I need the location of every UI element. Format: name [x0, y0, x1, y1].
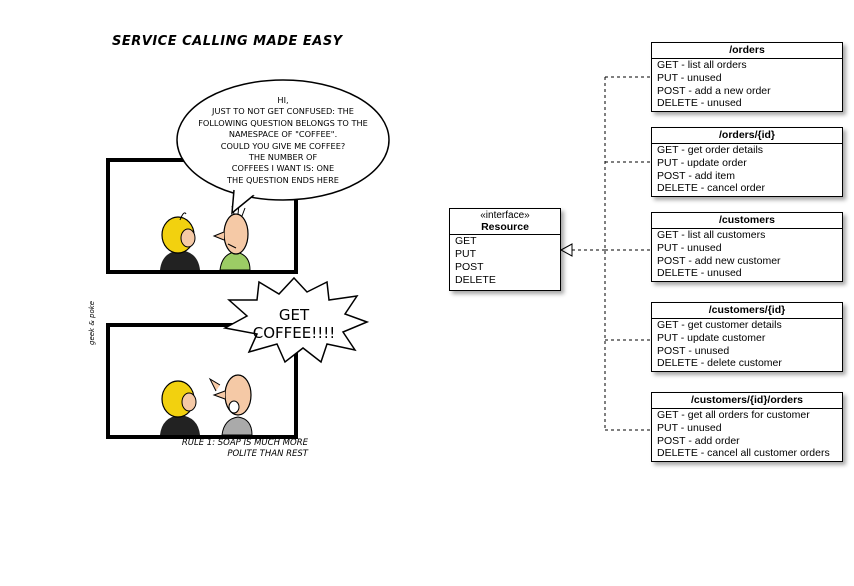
bubble-2-line: GET: [278, 306, 310, 324]
interface-name: Resource: [450, 221, 560, 235]
bubble-1-line: FOLLOWING QUESTION BELONGS TO THE: [198, 117, 368, 128]
resource-box-orders-id: /orders/{id} GET - get order details PUT…: [651, 127, 843, 197]
resource-op: DELETE - cancel all customer orders: [657, 447, 830, 460]
interface-method: PUT: [455, 248, 476, 260]
resource-box-customers: /customers GET - list all customers PUT …: [651, 212, 843, 282]
resource-op: GET - list all orders: [657, 59, 747, 71]
caption-line: RULE 1: SOAP IS MUCH MORE: [181, 438, 308, 448]
resource-op: POST - unused: [657, 344, 730, 357]
resource-op: GET - get customer details: [657, 319, 782, 331]
comic-title: SERVICE CALLING MADE EASY: [112, 34, 343, 49]
panel-2-characters: [160, 374, 253, 436]
resource-op: DELETE - unused: [657, 97, 742, 110]
comic-caption: RULE 1: SOAP IS MUCH MORE POLITE THAN RE…: [148, 438, 308, 460]
resource-op: DELETE - delete customer: [657, 357, 782, 370]
interface-method: GET: [455, 235, 477, 247]
speech-bubble-1: HI, JUST TO NOT GET CONFUSED: THE FOLLOW…: [174, 78, 392, 215]
bubble-1-line: NAMESPACE OF "COFFEE".: [228, 129, 338, 140]
resource-op: DELETE - unused: [657, 267, 742, 280]
resource-box-orders: /orders GET - list all orders PUT - unus…: [651, 42, 843, 112]
caption-line: POLITE THAN REST: [227, 449, 308, 459]
resource-op: PUT - unused: [657, 71, 722, 84]
interface-stereotype: «interface»: [480, 210, 530, 221]
resource-op: POST - add a new order: [657, 84, 771, 97]
interface-method: DELETE: [455, 274, 496, 286]
resource-box-customers-id: /customers/{id} GET - get customer detai…: [651, 302, 843, 372]
resource-op: GET - get all orders for customer: [657, 409, 810, 421]
comic-panel-1: [106, 158, 298, 274]
woman-figure: [160, 380, 200, 435]
resource-op: PUT - unused: [657, 421, 722, 434]
resource-op: PUT - unused: [657, 241, 722, 254]
resource-box-customers-id-orders: /customers/{id}/orders GET - get all ord…: [651, 392, 843, 462]
woman-figure: [160, 212, 200, 270]
resource-path: /customers/{id}: [652, 303, 842, 319]
man-figure: [212, 204, 251, 271]
bubble-1-line: THE NUMBER OF: [248, 152, 318, 163]
resource-op: DELETE - cancel order: [657, 182, 765, 195]
resource-op: GET - list all customers: [657, 229, 766, 241]
bubble-2-line: COFFEE!!!!: [252, 324, 336, 342]
panel-1-characters: [160, 204, 251, 271]
resource-path: /customers: [652, 213, 842, 229]
resource-op: POST - add order: [657, 434, 740, 447]
realization-arrowhead: [559, 243, 573, 257]
interface-method: POST: [455, 261, 484, 273]
man-figure: [208, 374, 253, 436]
interface-resource-box: «interface» Resource GET PUT POST DELETE: [449, 208, 561, 291]
resource-op: PUT - update customer: [657, 331, 766, 344]
resource-path: /orders/{id}: [652, 128, 842, 144]
bubble-1-line: COFFEES I WANT IS: ONE: [231, 163, 335, 174]
bubble-1-line: COULD YOU GIVE ME COFFEE?: [220, 140, 346, 151]
resource-op: POST - add item: [657, 169, 736, 182]
shout-bubble-2: GET COFFEE!!!!: [219, 276, 369, 364]
resource-op: GET - get order details: [657, 144, 764, 156]
bubble-1-line: JUST TO NOT GET CONFUSED: THE: [212, 106, 354, 117]
resource-path: /customers/{id}/orders: [652, 393, 842, 409]
resource-path: /orders: [652, 43, 842, 59]
resource-op: POST - add new customer: [657, 254, 781, 267]
bubble-1-line: THE QUESTION ENDS HERE: [227, 174, 339, 185]
resource-op: PUT - update order: [657, 156, 747, 169]
bubble-1-line: HI,: [277, 95, 289, 105]
